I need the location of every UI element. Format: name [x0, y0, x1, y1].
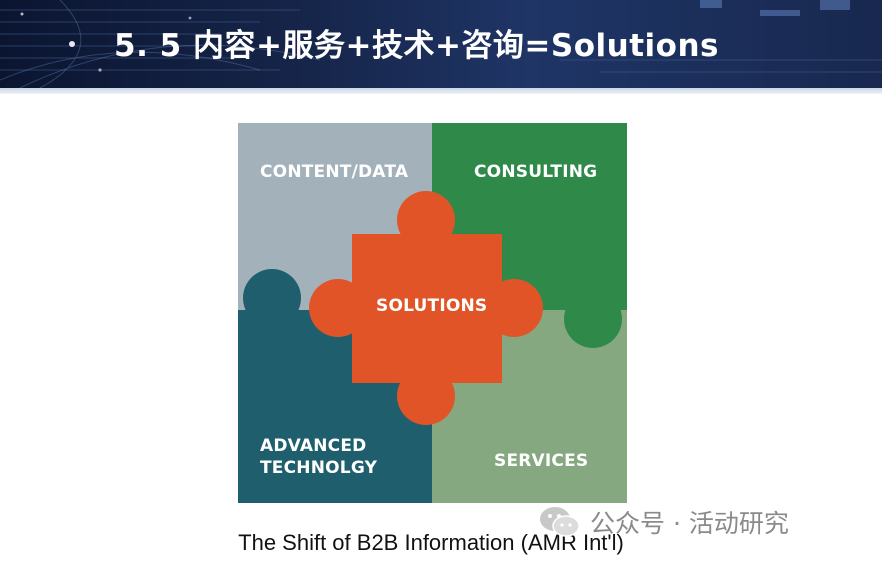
puzzle-graphic: CONTENT/DATA CONSULTING SOLUTIONS ADVANC…: [238, 123, 627, 503]
header-divider: [0, 88, 882, 94]
label-consulting: CONSULTING: [474, 162, 598, 182]
label-services: SERVICES: [494, 451, 589, 471]
label-technology: TECHNOLGY: [260, 458, 378, 478]
slide-header-banner: 5. 5 内容+服务+技术+咨询=Solutions: [0, 0, 882, 88]
solutions-piece: [309, 191, 543, 425]
slide-title: 5. 5 内容+服务+技术+咨询=Solutions: [114, 28, 719, 64]
label-solutions: SOLUTIONS: [376, 296, 488, 316]
puzzle-svg: [238, 123, 627, 503]
knob-advanced-technology: [243, 269, 301, 327]
label-advanced: ADVANCED: [260, 436, 367, 456]
watermark: 公众号 · 活动研究: [538, 504, 789, 540]
wechat-icon: [538, 504, 582, 540]
label-content-data: CONTENT/DATA: [260, 162, 409, 182]
tech-grid-decoration: [0, 0, 882, 88]
knob-consulting: [564, 290, 622, 348]
watermark-text: 公众号 · 活动研究: [590, 509, 789, 538]
